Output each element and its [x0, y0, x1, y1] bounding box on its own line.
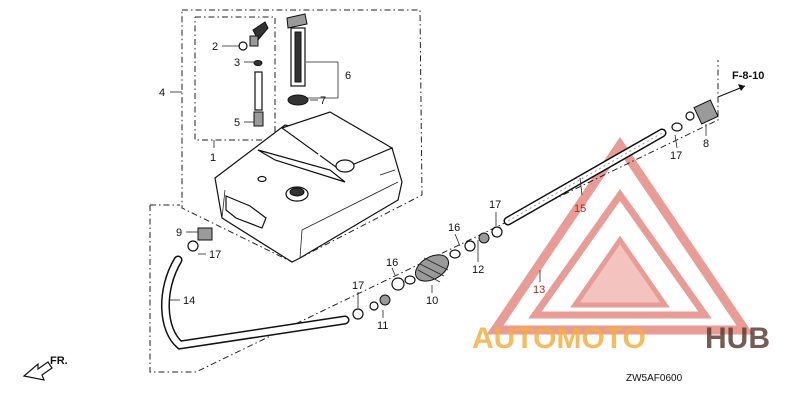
callout-17-middle: 17 [489, 199, 501, 211]
primer-bulb [352, 226, 503, 320]
callout-17-right: 17 [670, 150, 682, 162]
hose-15 [503, 128, 667, 226]
front-arrow-icon [22, 361, 53, 381]
joint-fitting [671, 99, 719, 132]
cap-parts [238, 21, 269, 127]
callout-5: 5 [234, 117, 240, 129]
leader-lines [170, 45, 746, 318]
tank-assembly-box [181, 9, 423, 263]
drawing-code: ZW5AF0600 [626, 373, 683, 384]
callout-9: 9 [176, 227, 182, 239]
callout-3: 3 [234, 57, 240, 69]
level-gauge [286, 13, 309, 106]
fuel-tank: HONDA [214, 111, 403, 263]
reference-label: F-8-10 [732, 70, 764, 82]
callout-15: 15 [574, 203, 586, 215]
front-label: FR. [50, 355, 68, 367]
watermark-logo [486, 136, 754, 335]
watermark-part1: AUTOMOTO [472, 322, 646, 355]
hose-assembly-box [149, 60, 719, 373]
callout-11: 11 [377, 320, 388, 332]
callout-17-left: 17 [209, 249, 221, 261]
callout-17-bottom: 17 [352, 280, 364, 292]
callout-13: 13 [533, 284, 545, 296]
callout-14: 14 [183, 295, 195, 307]
callout-12: 12 [472, 264, 484, 276]
callout-10: 10 [426, 295, 438, 307]
callout-8: 8 [703, 138, 709, 150]
callout-4: 4 [159, 87, 165, 99]
watermark-part2: HUB [705, 322, 770, 355]
callout-1: 1 [210, 152, 216, 164]
callout-16-lower: 16 [386, 257, 398, 269]
watermark-text: AUTOMOTO HUB [472, 322, 770, 355]
hose-14 [161, 227, 350, 350]
callout-2: 2 [212, 41, 218, 53]
callout-7: 7 [320, 95, 326, 107]
callout-6: 6 [345, 70, 351, 82]
callout-16-upper: 16 [448, 222, 460, 234]
